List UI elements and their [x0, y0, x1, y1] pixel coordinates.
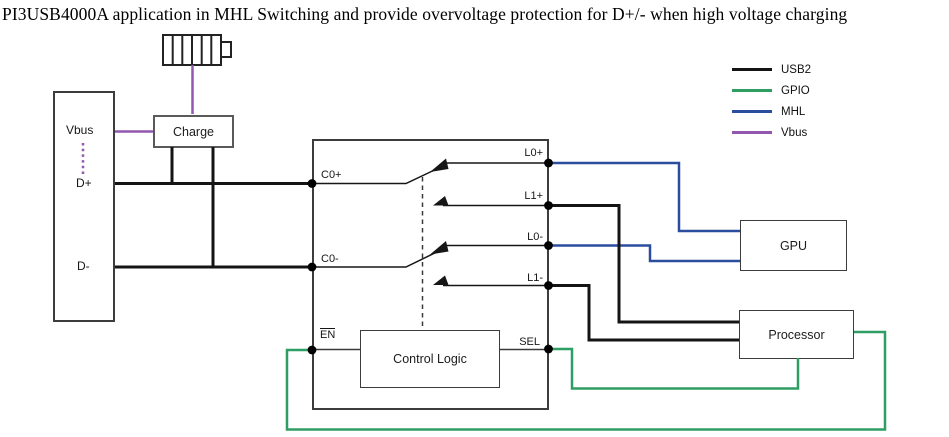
gpu-label: GPU — [779, 238, 808, 253]
gpio-line-swatch — [732, 89, 772, 92]
vbus-line-swatch — [732, 131, 772, 134]
pin-label-c0minus: C0- — [321, 253, 339, 265]
charge-block: Charge — [153, 115, 234, 148]
legend-label-gpio: GPIO — [781, 84, 810, 97]
gpu-block: GPU — [740, 220, 847, 271]
pin-label-c0plus: C0+ — [321, 169, 342, 181]
processor-label: Processor — [768, 327, 825, 342]
legend-row-usb2: USB2 — [732, 59, 811, 80]
en-overline-text: EN — [320, 328, 336, 341]
legend-row-vbus: Vbus — [732, 122, 811, 143]
pin-label-l1minus: L1- — [527, 272, 543, 284]
usb-connector-block — [53, 91, 115, 322]
charge-label: Charge — [173, 124, 214, 139]
legend-row-gpio: GPIO — [732, 80, 811, 101]
mhl-line-swatch — [732, 110, 772, 113]
pin-label-sel: SEL — [519, 336, 540, 348]
wire-l1minus-to-processor-usb2 — [548, 284, 739, 342]
legend-label-usb2: USB2 — [781, 63, 812, 76]
connector-dminus-label: D- — [77, 259, 90, 273]
processor-block: Processor — [739, 310, 854, 359]
pin-label-en: EN — [320, 328, 336, 342]
control-logic-block: Control Logic — [360, 330, 500, 388]
diagram-title: PI3USB4000A application in MHL Switching… — [2, 4, 848, 24]
legend-label-mhl: MHL — [781, 105, 806, 118]
legend-row-mhl: MHL — [732, 101, 811, 122]
battery-icon — [162, 34, 232, 66]
pin-label-l0plus: L0+ — [524, 147, 543, 159]
connector-vbus-label: Vbus — [66, 123, 94, 137]
connector-dplus-label: D+ — [76, 176, 92, 190]
wire-l1plus-to-processor-usb2 — [548, 204, 739, 324]
control-logic-label: Control Logic — [393, 352, 467, 366]
wire-l0plus-to-gpu-mhl — [548, 161, 740, 233]
wire-l0minus-to-gpu-mhl — [548, 244, 740, 263]
pin-label-l0minus: L0- — [527, 231, 543, 243]
legend: USB2 GPIO MHL Vbus — [732, 59, 811, 143]
pin-label-l1plus: L1+ — [524, 190, 543, 202]
usb2-line-swatch — [732, 68, 772, 71]
legend-label-vbus: Vbus — [781, 126, 808, 139]
